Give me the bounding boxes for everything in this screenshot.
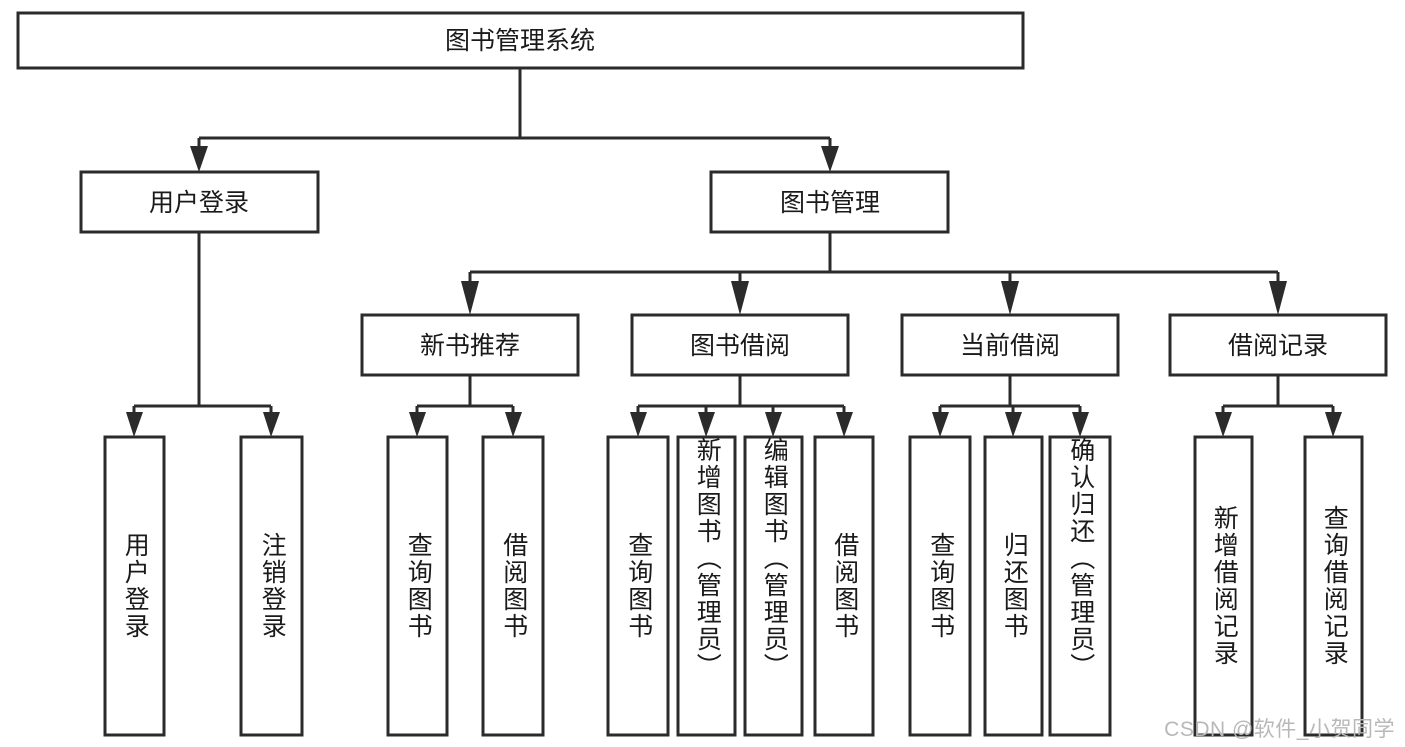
leaf-cb-query-book-box[interactable]: [908, 435, 972, 737]
arrow-to-leaf-bb-borrow-book: [836, 412, 853, 437]
arrow-to-leaf-bb-edit-book: [765, 412, 782, 437]
leaf-bb-query-book-box[interactable]: [606, 435, 670, 737]
arrow-root-to-user-login: [190, 146, 208, 172]
leaf-br-add-record-box[interactable]: [1193, 435, 1254, 737]
node-current-borrow[interactable]: 当前借阅: [900, 313, 1120, 377]
leaf-cb-confirm-return-box[interactable]: [1048, 435, 1112, 737]
leaf-nbr-query-book-box[interactable]: [386, 435, 449, 737]
arrow-to-leaf-cb-return-book: [1005, 412, 1022, 437]
leaf-nbr-borrow-book-box[interactable]: [481, 435, 545, 737]
node-user-login-label: 用户登录: [149, 189, 249, 217]
arrow-to-leaf-logout: [263, 412, 280, 437]
node-book-borrow[interactable]: 图书借阅: [630, 313, 850, 377]
arrow-to-leaf-user-login: [126, 412, 143, 437]
node-root-box: [16, 11, 1025, 70]
leaf-br-query-record-box[interactable]: [1303, 435, 1364, 737]
arrow-root-to-book-mgmt: [821, 146, 839, 172]
arrow-to-leaf-cb-query-book: [932, 412, 949, 437]
node-book-borrow-box: [630, 313, 850, 377]
arrow-to-leaf-nbr-query-book: [409, 412, 426, 437]
node-borrow-record-label: 借阅记录: [1228, 332, 1328, 360]
arrow-to-leaf-br-query-record: [1325, 412, 1342, 437]
arrow-to-leaf-nbr-borrow-book: [505, 412, 522, 437]
arrow-to-borrow-record: [1269, 281, 1287, 315]
node-new-book-recommend-label: 新书推荐: [420, 332, 520, 360]
leaf-user-login-box[interactable]: [103, 435, 166, 737]
node-new-book-recommend[interactable]: 新书推荐: [360, 313, 580, 377]
node-book-management-label: 图书管理: [780, 189, 880, 217]
node-root-label: 图书管理系统: [445, 27, 595, 55]
node-current-borrow-label: 当前借阅: [960, 332, 1060, 360]
arrow-to-leaf-bb-add-book: [698, 412, 715, 437]
leaf-bb-add-book-box[interactable]: [676, 435, 737, 737]
node-root[interactable]: 图书管理系统: [16, 11, 1025, 70]
node-book-management[interactable]: 图书管理: [709, 170, 950, 234]
node-new-book-recommend-box: [360, 313, 580, 377]
node-book-management-box: [709, 170, 950, 234]
arrow-to-leaf-cb-confirm-return: [1072, 412, 1089, 437]
arrow-to-leaf-br-add-record: [1215, 412, 1232, 437]
node-user-login[interactable]: 用户登录: [79, 170, 320, 234]
node-borrow-record-box: [1168, 313, 1388, 377]
node-borrow-record[interactable]: 借阅记录: [1168, 313, 1388, 377]
leaf-bb-borrow-book-box[interactable]: [813, 435, 875, 737]
arrow-to-new-book-recommend: [461, 281, 479, 315]
leaf-logout-box[interactable]: [239, 435, 304, 737]
node-current-borrow-box: [900, 313, 1120, 377]
node-book-borrow-label: 图书借阅: [690, 332, 790, 360]
leaf-bb-edit-book-box[interactable]: [743, 435, 804, 737]
arrow-to-leaf-bb-query-book: [630, 412, 647, 437]
arrow-to-current-borrow: [1001, 281, 1019, 315]
arrow-to-book-borrow: [731, 281, 749, 315]
leaf-cb-return-book-box[interactable]: [983, 435, 1044, 737]
csdn-watermark: CSDN @软件_小贺同学: [1164, 718, 1395, 741]
